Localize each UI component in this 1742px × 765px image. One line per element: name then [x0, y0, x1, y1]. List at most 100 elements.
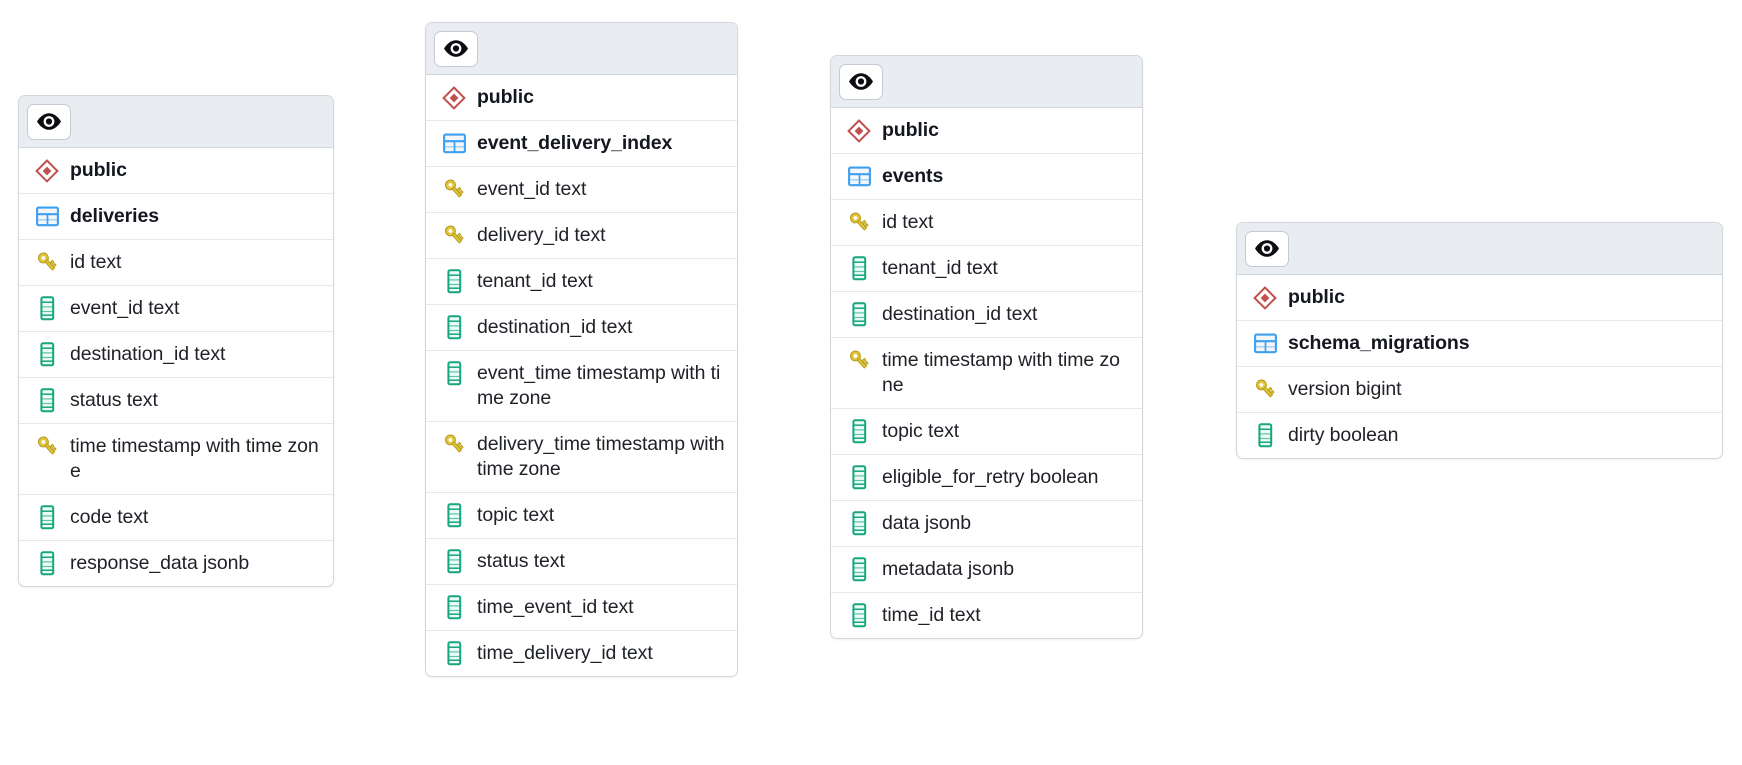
column-icon: [845, 419, 873, 444]
schema-row[interactable]: public: [426, 75, 737, 121]
column-row[interactable]: delivery_id text: [426, 213, 737, 259]
key-icon: [440, 177, 468, 202]
column-row[interactable]: delivery_time timestamp with time zone: [426, 422, 737, 493]
column-row[interactable]: time_delivery_id text: [426, 631, 737, 676]
schema-diamond-icon: [33, 158, 61, 183]
table-card-events[interactable]: public events id text tenant_id text destina…: [830, 55, 1143, 639]
column-row[interactable]: time timestamp with time zone: [831, 338, 1142, 409]
schema-row[interactable]: public: [831, 108, 1142, 154]
schema-row[interactable]: public: [1237, 275, 1722, 321]
table-name-row[interactable]: deliveries: [19, 194, 333, 240]
column-label: time_event_id text: [477, 596, 634, 618]
column-label: event_id text: [70, 297, 180, 319]
schema-diamond-icon: [845, 118, 873, 143]
table-name-row[interactable]: event_delivery_index: [426, 121, 737, 167]
column-label: metadata jsonb: [882, 558, 1014, 580]
column-label: destination_id text: [70, 343, 226, 365]
column-row[interactable]: code text: [19, 495, 333, 541]
schema-name: public: [1288, 286, 1345, 308]
column-icon: [845, 256, 873, 281]
column-row[interactable]: status text: [19, 378, 333, 424]
column-row[interactable]: response_data jsonb: [19, 541, 333, 586]
column-label: event_id text: [477, 178, 587, 200]
table-name: event_delivery_index: [477, 132, 673, 154]
column-icon: [440, 549, 468, 574]
column-row[interactable]: destination_id text: [19, 332, 333, 378]
column-row[interactable]: eligible_for_retry boolean: [831, 455, 1142, 501]
table-name-row[interactable]: schema_migrations: [1237, 321, 1722, 367]
eye-icon[interactable]: [27, 103, 71, 140]
column-row[interactable]: metadata jsonb: [831, 547, 1142, 593]
key-icon: [845, 210, 873, 235]
column-row[interactable]: id text: [19, 240, 333, 286]
column-row[interactable]: dirty boolean: [1237, 413, 1722, 458]
key-icon: [33, 250, 61, 275]
column-label: version bigint: [1288, 378, 1402, 400]
column-label: tenant_id text: [882, 257, 998, 279]
column-row[interactable]: status text: [426, 539, 737, 585]
column-icon: [440, 595, 468, 620]
column-label: code text: [70, 506, 149, 528]
table-grid-icon: [33, 204, 61, 229]
column-row[interactable]: data jsonb: [831, 501, 1142, 547]
column-label: topic text: [477, 504, 555, 526]
card-header: [831, 56, 1142, 108]
column-label: tenant_id text: [477, 270, 593, 292]
column-label: eligible_for_retry boolean: [882, 466, 1099, 488]
column-label: time timestamp with time zone: [882, 349, 1120, 396]
column-row[interactable]: event_id text: [426, 167, 737, 213]
key-icon: [440, 223, 468, 248]
column-row[interactable]: time_event_id text: [426, 585, 737, 631]
column-icon: [33, 551, 61, 576]
column-label: time_delivery_id text: [477, 642, 653, 664]
column-row[interactable]: time timestamp with time zone: [19, 424, 333, 495]
column-row[interactable]: destination_id text: [426, 305, 737, 351]
schema-diamond-icon: [1251, 285, 1279, 310]
column-label: response_data jsonb: [70, 552, 250, 574]
column-row[interactable]: version bigint: [1237, 367, 1722, 413]
schema-row[interactable]: public: [19, 148, 333, 194]
table-grid-icon: [440, 131, 468, 156]
column-icon: [33, 342, 61, 367]
column-label: id text: [882, 211, 934, 233]
table-name-row[interactable]: events: [831, 154, 1142, 200]
column-row[interactable]: time_id text: [831, 593, 1142, 638]
column-row[interactable]: destination_id text: [831, 292, 1142, 338]
table-card-event_delivery_index[interactable]: public event_delivery_index event_id text d…: [425, 22, 738, 677]
column-label: status text: [70, 389, 158, 411]
column-icon: [440, 315, 468, 340]
eye-icon[interactable]: [1245, 230, 1289, 267]
column-icon: [33, 296, 61, 321]
column-row[interactable]: event_id text: [19, 286, 333, 332]
column-row[interactable]: topic text: [426, 493, 737, 539]
column-label: topic text: [882, 420, 960, 442]
column-row[interactable]: tenant_id text: [426, 259, 737, 305]
eye-icon[interactable]: [839, 63, 883, 100]
table-name: schema_migrations: [1288, 332, 1470, 354]
column-icon: [845, 302, 873, 327]
column-icon: [33, 505, 61, 530]
column-row[interactable]: topic text: [831, 409, 1142, 455]
key-icon: [33, 434, 61, 459]
column-row[interactable]: id text: [831, 200, 1142, 246]
column-icon: [845, 557, 873, 582]
column-label: delivery_id text: [477, 224, 606, 246]
column-label: dirty boolean: [1288, 424, 1399, 446]
column-row[interactable]: event_time timestamp with time zone: [426, 351, 737, 422]
column-icon: [1251, 423, 1279, 448]
table-name: events: [882, 165, 944, 187]
column-icon: [845, 603, 873, 628]
column-icon: [440, 503, 468, 528]
key-icon: [440, 432, 468, 457]
table-grid-icon: [845, 164, 873, 189]
column-label: destination_id text: [477, 316, 633, 338]
column-row[interactable]: tenant_id text: [831, 246, 1142, 292]
eye-icon[interactable]: [434, 30, 478, 67]
schema-diamond-icon: [440, 85, 468, 110]
column-icon: [440, 641, 468, 666]
column-label: delivery_time timestamp with time zone: [477, 433, 725, 480]
schema-name: public: [477, 86, 534, 108]
